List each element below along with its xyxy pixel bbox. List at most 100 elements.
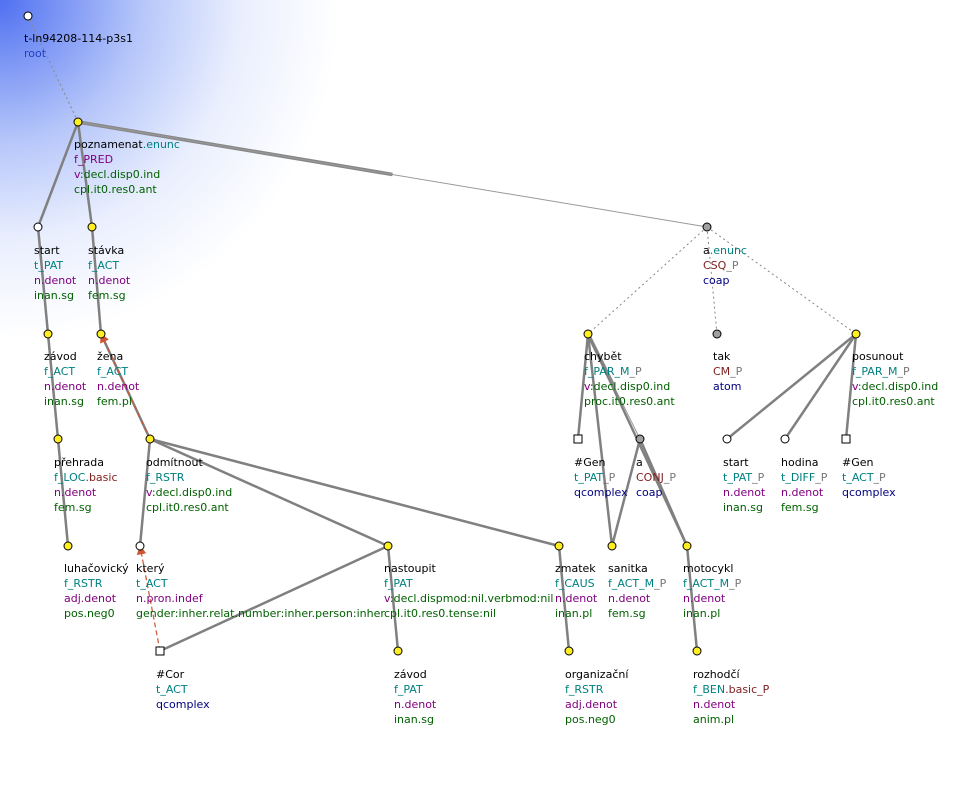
node-label-line: f_PAR_M_P: [852, 364, 938, 379]
node-label-text: t_PAT: [574, 471, 604, 484]
node-label-text: hodina: [781, 456, 819, 469]
node-label-line: v:decl.disp0.ind: [74, 167, 180, 182]
node-label-text: f_RSTR: [146, 471, 185, 484]
node-rozhodci-circle: [692, 646, 702, 656]
node-label-text: f_PAT: [394, 683, 423, 696]
node-label-line: t_ACT: [136, 576, 385, 591]
node-label-line: #Cor: [156, 667, 210, 682]
node-label-text: pos.neg0: [565, 713, 616, 726]
node-label-suffix: _P: [730, 365, 743, 378]
node-label-text: #Gen: [574, 456, 606, 469]
node-label-line: motocykl: [683, 561, 741, 576]
edge-zavod1-prehrada: [46, 333, 60, 440]
node-odmitnout-circle: [145, 434, 155, 444]
node-label-line: qcomplex: [156, 697, 210, 712]
node-label-line: inan.pl: [683, 606, 741, 621]
node-label-line: qcomplex: [842, 485, 896, 500]
node-label-suffix: _P: [654, 577, 667, 590]
edge-a_enunc-chybet: [587, 226, 708, 335]
node-label-line: adj.denot: [64, 591, 129, 606]
node-label-text: fem.pl: [97, 395, 132, 408]
node-label-text: rozhodčí: [693, 668, 740, 681]
node-label-text: organizační: [565, 668, 629, 681]
node-label-line: stávka: [88, 243, 130, 258]
node-label-line: v:decl.disp0.ind: [146, 485, 232, 500]
node-label-text: n.denot: [97, 380, 140, 393]
node-label-text: v: [584, 380, 590, 393]
node-posunout-circle: [851, 329, 861, 339]
node-label-line: zmatek: [555, 561, 597, 576]
node-label-line: v:decl.disp0.ind: [852, 379, 938, 394]
node-label-line: start: [34, 243, 76, 258]
node-label-text: #Gen: [842, 456, 874, 469]
node-label-line: závod: [44, 349, 86, 364]
node-label-text: qcomplex: [842, 486, 896, 499]
coref-arrow-odmitnout-zena: [100, 332, 151, 440]
node-label-line: n.denot: [88, 273, 130, 288]
node-label-text: proc.it0.res0.ant: [584, 395, 675, 408]
node-label-text: v: [384, 592, 390, 605]
edge-nastoupit-zavod2: [386, 545, 400, 652]
node-label-text: f_CAUS: [555, 577, 595, 590]
node-label-line: f_CAUS: [555, 576, 597, 591]
node-label-line: fem.sg: [781, 500, 827, 515]
node-label-line: anim.pl: [693, 712, 769, 727]
node-label-text: start: [34, 244, 60, 257]
node-label-text: nastoupit: [384, 562, 436, 575]
edge-posunout-gen2: [844, 333, 858, 440]
node-zavod1-circle: [43, 329, 53, 339]
node-label-suffix: :decl.disp0.ind: [79, 168, 161, 181]
node-label-text: inan.pl: [555, 607, 593, 620]
node-label-line: n.denot: [44, 379, 86, 394]
node-label-line: tak: [713, 349, 742, 364]
node-cor-square: [155, 646, 165, 656]
node-label-line: pos.neg0: [64, 606, 129, 621]
node-organizacni-circle: [564, 646, 574, 656]
node-zmatek-circle: [554, 541, 564, 551]
node-gen1-square: [573, 434, 583, 444]
node-start1-circle: [33, 222, 43, 232]
node-label-text: sanitka: [608, 562, 648, 575]
node-label-line: a.enunc: [703, 243, 747, 258]
node-nastoupit-circle: [383, 541, 393, 551]
node-label-text: n.denot: [723, 486, 766, 499]
node-label-text: t-ln94208-114-p3s1: [24, 32, 133, 45]
node-label-suffix: _P: [629, 365, 642, 378]
node-label-text: f_PAR_M: [584, 365, 630, 378]
node-label-text: posunout: [852, 350, 904, 363]
node-label-line: poznamenat.enunc: [74, 137, 180, 152]
node-label-text: f_ACT_M: [608, 577, 655, 590]
node-label-text: CSQ: [703, 259, 727, 272]
node-label-text: cpl.it0.res0.ant: [74, 183, 157, 196]
node-label-line: pos.neg0: [565, 712, 628, 727]
edge-stavka-zena: [90, 226, 103, 335]
node-label-suffix: .enunc: [709, 244, 747, 257]
node-label-line: cpl.it0.res0.ant: [74, 182, 180, 197]
node-label-text: f_PAR_M: [852, 365, 898, 378]
node-label-line: f_RSTR: [146, 470, 232, 485]
node-label-line: atom: [713, 379, 742, 394]
node-label-line: v:decl.disp0.ind: [584, 379, 675, 394]
edge-motocykl-rozhodci: [685, 545, 699, 652]
node-label-line: f_RSTR: [64, 576, 129, 591]
edge-poznamenat-start1: [36, 121, 80, 228]
node-label-text: t_ACT: [842, 471, 874, 484]
node-label-suffix: _P: [752, 471, 765, 484]
node-label-line: luhačovický: [64, 561, 129, 576]
node-label-line: n.denot: [781, 485, 827, 500]
node-zena-circle: [96, 329, 106, 339]
node-label-line: f_LOC.basic: [54, 470, 118, 485]
node-label-text: n.denot: [781, 486, 824, 499]
edge-nastoupit-cor: [159, 544, 389, 653]
node-label-line: fem.sg: [608, 606, 666, 621]
